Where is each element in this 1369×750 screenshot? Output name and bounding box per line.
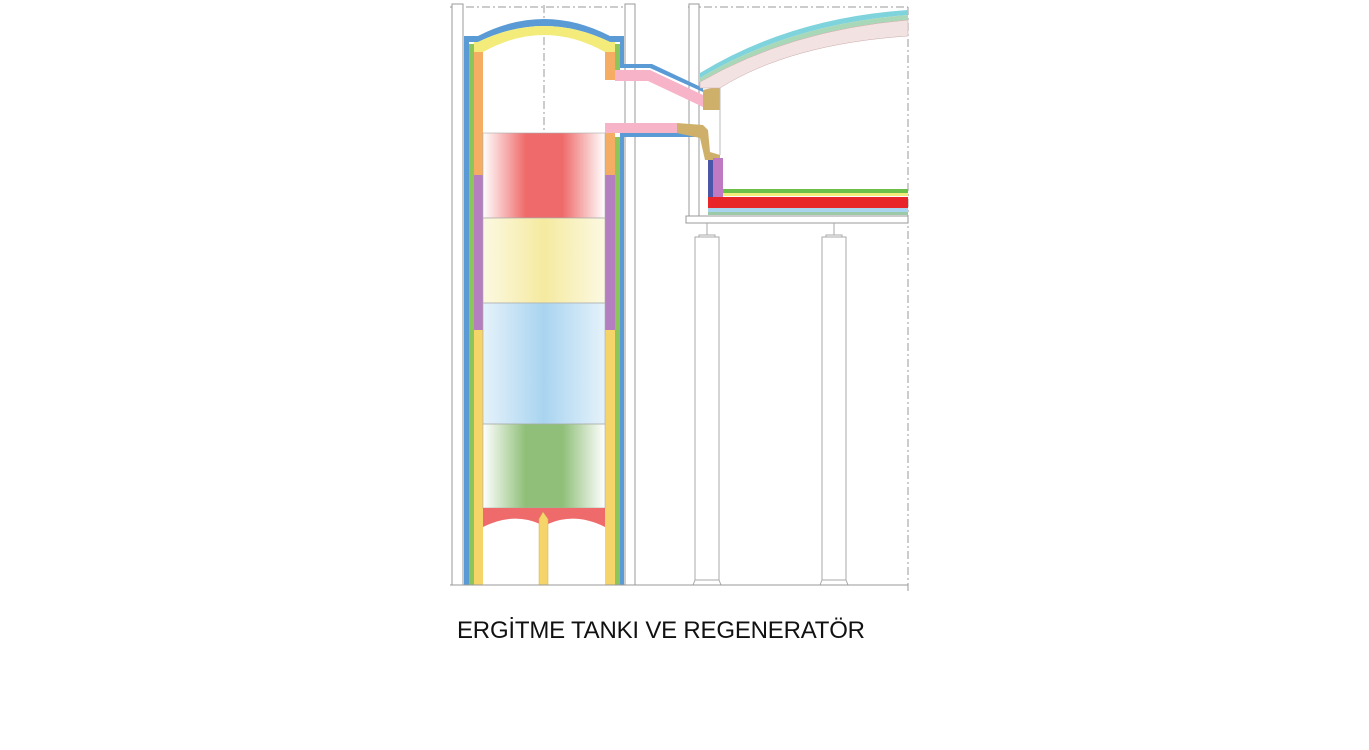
melting-tank xyxy=(685,158,909,224)
regenerator-walls xyxy=(464,38,624,585)
port-neck xyxy=(605,64,721,160)
support-pillars xyxy=(692,223,849,586)
furnace-crown xyxy=(699,10,909,89)
regenerator-crown xyxy=(464,19,624,52)
diagram-caption: ERGİTME TANKI VE REGENERATÖR xyxy=(457,617,865,644)
center-pillar xyxy=(538,511,549,586)
checker-zones xyxy=(482,132,606,509)
